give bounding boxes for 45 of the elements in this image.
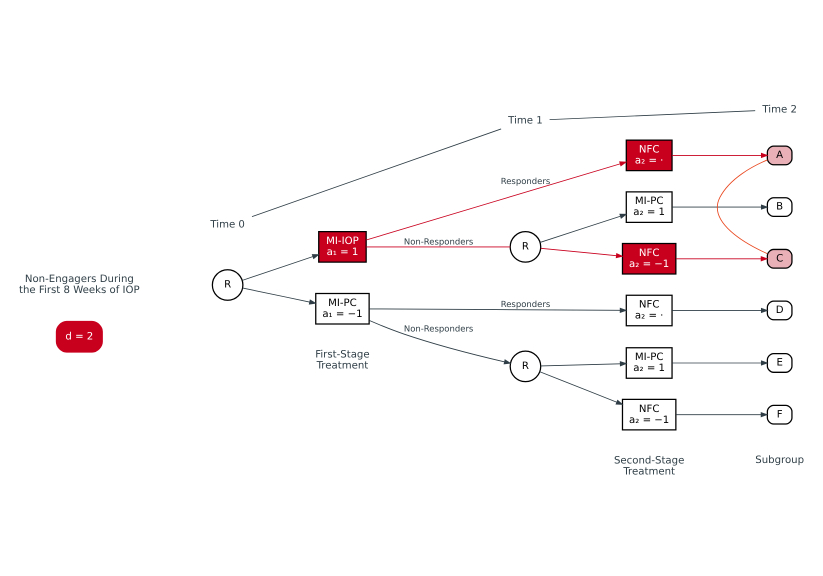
node-box: NFC a₂ = · bbox=[626, 140, 673, 172]
node-circle: R bbox=[212, 269, 244, 301]
arrow bbox=[368, 308, 628, 313]
edge-label: Responders bbox=[500, 176, 550, 186]
connector bbox=[366, 246, 511, 248]
edge-label: Non-Responders bbox=[404, 236, 474, 246]
label: Time 0 bbox=[210, 220, 245, 230]
arrow bbox=[676, 256, 768, 262]
label: Second-Stage Treatment bbox=[614, 455, 684, 478]
node-box: MI-PC a₂ = 1 bbox=[626, 347, 673, 379]
arrow bbox=[672, 360, 769, 366]
node-box: MI-PC a₁ = −1 bbox=[315, 292, 370, 325]
label: Time 1 bbox=[508, 115, 543, 126]
edge-label: Responders bbox=[500, 299, 550, 310]
arrow bbox=[242, 288, 317, 305]
node-box: B bbox=[766, 197, 793, 218]
node-circle: R bbox=[510, 231, 542, 263]
node-box: C bbox=[766, 248, 793, 269]
node-box: A bbox=[766, 145, 793, 166]
arrow bbox=[369, 320, 512, 364]
arrow bbox=[242, 254, 320, 281]
arrow bbox=[540, 248, 624, 258]
node-box: E bbox=[766, 353, 793, 373]
node-box: NFC a₂ = · bbox=[626, 294, 673, 326]
label: Non-Engagers During the First 8 Weeks of IOP bbox=[19, 274, 140, 296]
label: d = 2 bbox=[65, 331, 94, 342]
arrow bbox=[540, 361, 628, 366]
label: First-Stage Treatment bbox=[315, 350, 370, 372]
arrow bbox=[540, 214, 628, 243]
arrow bbox=[539, 371, 624, 405]
arrow bbox=[672, 308, 769, 314]
edge-label: Non-Responders bbox=[404, 324, 474, 334]
node-circle: R bbox=[510, 350, 542, 382]
node-box: NFC a₂ = −1 bbox=[622, 398, 676, 431]
connector bbox=[717, 160, 768, 254]
arrow bbox=[676, 412, 768, 418]
node-box: D bbox=[766, 300, 793, 320]
label: Time 2 bbox=[762, 104, 797, 116]
node-box: MI-PC a₂ = 1 bbox=[626, 191, 673, 223]
node-box: NFC a₂ = −1 bbox=[622, 242, 676, 275]
node-box: MI-IOP a₁ = 1 bbox=[318, 231, 367, 263]
label: Subgroup bbox=[755, 455, 804, 466]
node-box: F bbox=[766, 404, 793, 425]
arrow bbox=[672, 204, 769, 210]
arrow bbox=[672, 152, 769, 158]
